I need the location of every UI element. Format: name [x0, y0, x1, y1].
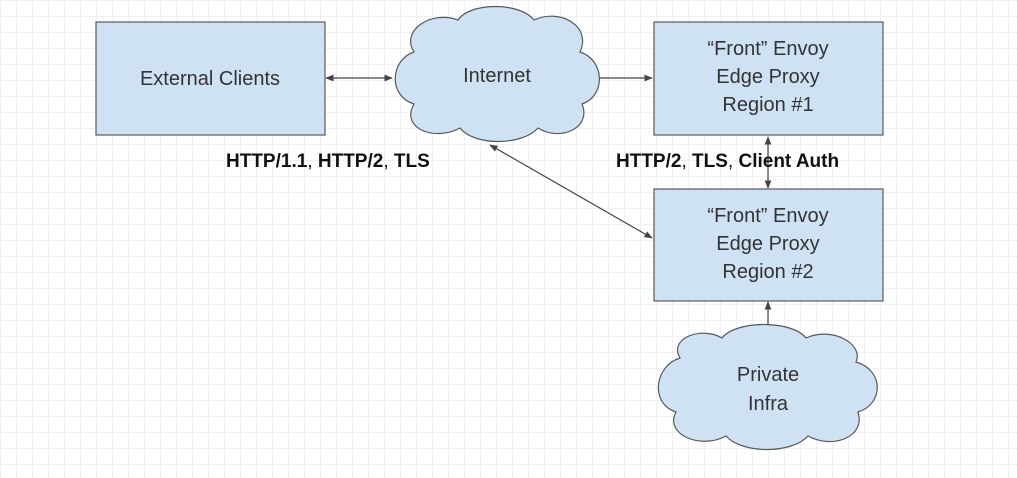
client-protocols-sep1: ,: [307, 151, 318, 172]
client-protocols-sep2: ,: [383, 151, 394, 172]
internet-node: Internet: [394, 5, 600, 143]
front-envoy-region-1-node: “Front” Envoy Edge Proxy Region #1: [653, 21, 884, 136]
private-infra-cloud: [657, 324, 878, 451]
client-protocols-part1: HTTP/1.1: [226, 151, 308, 172]
front-envoy-region-1-line1: “Front” Envoy: [707, 38, 828, 60]
front-envoy-region-2-line2: Edge Proxy: [716, 233, 819, 255]
envoy-protocols-part2: TLS: [692, 151, 728, 172]
client-protocols-label: HTTP/1.1, HTTP/2, TLS: [226, 151, 430, 172]
internet-cloud: [394, 5, 600, 143]
external-clients-label: External Clients: [140, 68, 280, 90]
arrow-internet-envoy2: [489, 144, 653, 239]
front-envoy-region-2-line1: “Front” Envoy: [707, 205, 828, 227]
external-clients-box: [95, 21, 326, 136]
front-envoy-region-1-line3: Region #1: [722, 94, 813, 116]
front-envoy-region-2-line3: Region #2: [722, 261, 813, 283]
envoy-protocols-part3: Client Auth: [738, 151, 839, 172]
front-envoy-region-2-node: “Front” Envoy Edge Proxy Region #2: [653, 188, 884, 302]
private-infra-node: Private Infra: [657, 324, 878, 451]
external-clients-node: External Clients: [95, 21, 326, 136]
client-protocols-part2: HTTP/2: [318, 151, 383, 172]
envoy-protocols-sep1: ,: [681, 151, 692, 172]
private-infra-line2: Infra: [748, 393, 789, 415]
front-envoy-region-1-line2: Edge Proxy: [716, 66, 819, 88]
front-envoy-region-1-box: [653, 21, 884, 136]
client-protocols-part3: TLS: [394, 151, 430, 172]
private-infra-line1: Private: [737, 364, 799, 386]
envoy-protocols-sep2: ,: [728, 151, 739, 172]
front-envoy-region-2-box: [653, 188, 884, 302]
envoy-protocols-part1: HTTP/2: [616, 151, 681, 172]
envoy-protocols-label: HTTP/2, TLS, Client Auth: [616, 151, 839, 172]
internet-label: Internet: [463, 65, 531, 87]
